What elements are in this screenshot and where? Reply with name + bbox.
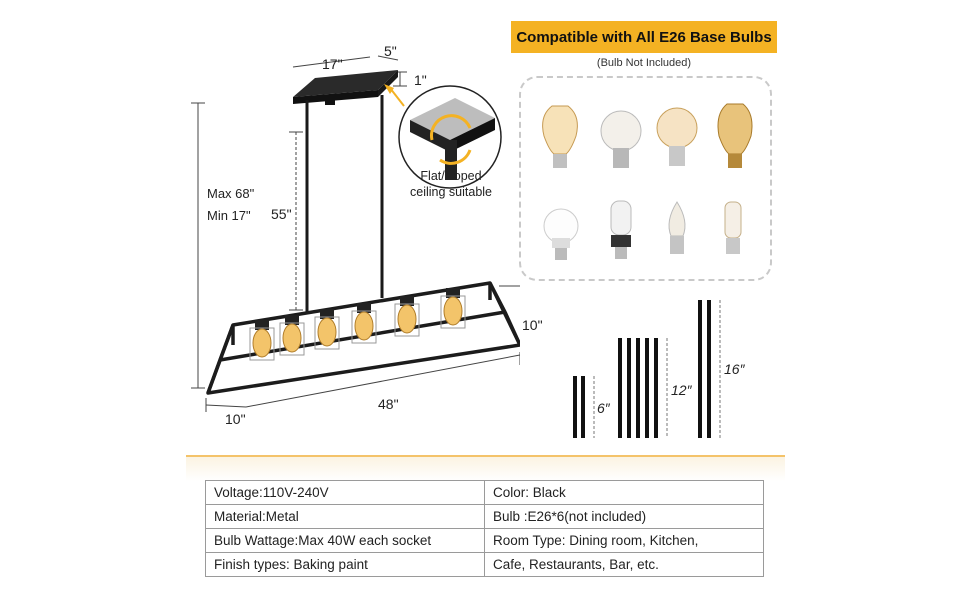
ceiling-canopy: [293, 70, 398, 105]
spec-material: Material:Metal: [205, 504, 485, 529]
compatibility-banner: Compatible with All E26 Base Bulbs: [511, 21, 777, 53]
spec-bulb: Bulb :E26*6(not included): [484, 504, 764, 529]
fixture-diagram: [191, 55, 520, 412]
max-height-label: Max 68": [207, 186, 255, 201]
led-a19-bulb-icon: [543, 208, 579, 260]
sloped-ceiling-detail: [398, 85, 502, 189]
fixture-depth-label: 10": [225, 411, 246, 427]
ceiling-callout: Flat/sloped ceiling suitable: [398, 168, 504, 200]
candle-bulb-icon: [668, 201, 686, 254]
rod-length-diagram: [573, 300, 721, 438]
canopy-length-label: 17": [322, 56, 343, 72]
amber-st-bulb-icon: [717, 103, 753, 168]
medium-rods: [618, 338, 658, 438]
fixture-height-dimension: [499, 285, 520, 287]
ceiling-callout-line-2: ceiling suitable: [410, 185, 492, 199]
canopy-height-label: 1": [414, 72, 427, 88]
rod-length-label: 55": [271, 206, 292, 222]
fixture-bulbs: [249, 288, 466, 361]
st64-bulb-icon: [542, 105, 578, 168]
spec-finish: Finish types: Baking paint: [205, 552, 485, 577]
cfl-spiral-bulb-icon: [610, 200, 632, 259]
fixture-height-label: 10": [522, 317, 543, 333]
spec-color: Color: Black: [484, 480, 764, 505]
table-row: Finish types: Baking paint Cafe, Restaur…: [205, 552, 764, 577]
short-rods: [573, 376, 585, 438]
ceiling-callout-line-1: Flat/sloped: [420, 169, 482, 183]
table-row: Bulb Wattage:Max 40W each socket Room Ty…: [205, 528, 764, 553]
table-row: Voltage:110V-240V Color: Black: [205, 480, 764, 505]
bulb-not-included-note: (Bulb Not Included): [596, 57, 692, 69]
spec-table: Voltage:110V-240V Color: Black Material:…: [205, 480, 764, 577]
canopy-width-label: 5": [384, 43, 397, 59]
g-style-bulb-icon: [656, 107, 698, 166]
bulb-types-panel: [519, 76, 772, 281]
short-rod-label: 6″: [597, 400, 610, 416]
long-rods: [698, 300, 711, 438]
tubular-bulb-icon: [724, 201, 742, 254]
min-height-label: Min 17": [207, 208, 251, 223]
fixture-bottom-dimensions: [205, 352, 520, 412]
canopy-dimension-lines: [292, 55, 407, 87]
spec-room-type: Room Type: Dining room, Kitchen,: [484, 528, 764, 553]
a19-filament-bulb-icon: [600, 110, 642, 168]
long-rod-label: 16″: [724, 361, 745, 377]
spec-wattage: Bulb Wattage:Max 40W each socket: [205, 528, 485, 553]
spec-room-type-continued: Cafe, Restaurants, Bar, etc.: [484, 552, 764, 577]
height-dimension-line: [191, 102, 205, 389]
suspension-rods: [305, 95, 384, 313]
fixture-length-label: 48": [378, 396, 399, 412]
spec-voltage: Voltage:110V-240V: [205, 480, 485, 505]
medium-rod-label: 12″: [671, 382, 692, 398]
table-row: Material:Metal Bulb :E26*6(not included): [205, 504, 764, 529]
